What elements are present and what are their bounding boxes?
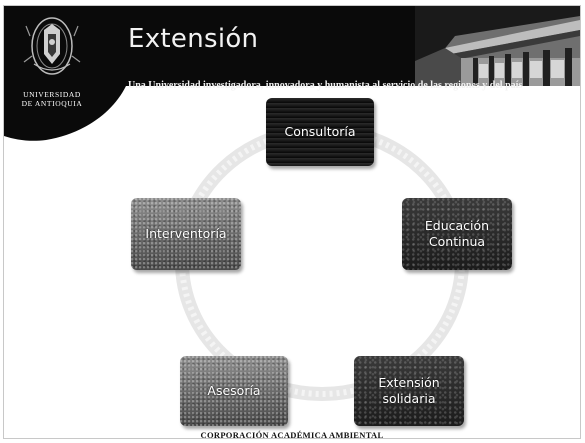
node-label: Educación Continua [424,218,490,249]
footer-caption: CORPORACIÓN ACADÉMICA AMBIENTAL [200,430,384,439]
node-educacion-continua: Educación Continua [402,198,512,270]
tagline: Una Universidad investigadora, innovador… [128,80,523,91]
university-logo: UNIVERSIDAD DE ANTIOQUIA [4,6,126,142]
header-banner: Extensión Una Universidad investigadora,… [4,6,580,91]
page-title: Extensión [128,24,259,54]
logo-line-2: DE ANTIOQUIA [21,99,83,108]
node-label: Asesoría [207,383,261,398]
node-interventoria: Interventoría [131,198,241,270]
node-extension-solidaria: Extensión solidaria [354,356,464,426]
node-label: Extensión solidaria [378,375,440,406]
node-label: Consultoría [284,124,356,139]
logo-emblem [4,6,126,141]
logo-line-1: UNIVERSIDAD [23,90,81,99]
building-photo [415,6,580,86]
node-label: Interventoría [145,226,227,241]
node-asesoria: Asesoría [180,356,288,426]
node-consultoria: Consultoría [266,98,374,166]
slide: Extensión Una Universidad investigadora,… [3,5,581,439]
